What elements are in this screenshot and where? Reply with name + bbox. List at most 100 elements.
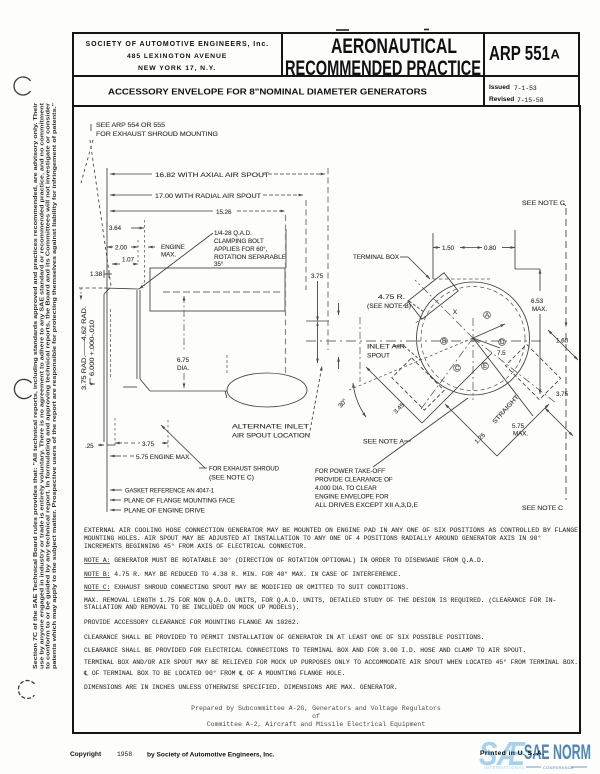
svg-text:FOR EXHAUST SHROUD: FOR EXHAUST SHROUD xyxy=(209,466,280,473)
svg-text:ENGINE ENVELOPE FOR: ENGINE ENVELOPE FOR xyxy=(315,494,389,501)
svg-text:A: A xyxy=(551,47,561,62)
svg-text:AERONAUTICAL: AERONAUTICAL xyxy=(331,34,457,58)
svg-text:℄ OF TERMINAL BOX TO BE LOCATE: ℄ OF TERMINAL BOX TO BE LOCATED 90° FROM… xyxy=(83,669,345,677)
svg-text:17.00 WITH RADIAL AIR SPOUT: 17.00 WITH RADIAL AIR SPOUT xyxy=(155,193,261,200)
svg-text:to conform to or be guided by: to conform to or be guided by any techni… xyxy=(46,102,52,669)
svg-text:Committee A-2, Aircraft and Mi: Committee A-2, Aircraft and Missile Elec… xyxy=(207,721,426,728)
svg-text:2.00: 2.00 xyxy=(115,245,128,252)
svg-text:(SEE NOTE B): (SEE NOTE B) xyxy=(367,303,411,310)
svg-text:APPLIES FOR 60°,: APPLIES FOR 60°, xyxy=(214,246,268,253)
svg-text:B: B xyxy=(442,338,446,345)
svg-text:TERMINAL BOX: TERMINAL BOX xyxy=(353,254,399,261)
svg-text:7.5: 7.5 xyxy=(497,350,506,357)
svg-text:4.75 R.: 4.75 R. xyxy=(378,294,405,301)
svg-text:0.80: 0.80 xyxy=(484,245,497,252)
svg-text:3.75: 3.75 xyxy=(311,273,324,280)
svg-text:NEW YORK 17, N.Y.: NEW YORK 17, N.Y. xyxy=(138,65,216,72)
svg-text:patents which may apply to the: patents which may apply to the subject m… xyxy=(52,103,58,669)
svg-text:CLAMPING BOLT: CLAMPING BOLT xyxy=(214,238,264,245)
svg-text:1.50: 1.50 xyxy=(442,245,455,252)
svg-text:PLANE OF ENGINE DRIVE: PLANE OF ENGINE DRIVE xyxy=(124,508,205,515)
svg-text:MAX.: MAX. xyxy=(532,306,547,313)
svg-text:16.82 WITH AXIAL AIR SPOUT: 16.82 WITH AXIAL AIR SPOUT xyxy=(155,172,269,179)
svg-text:STALLATION AND REMOVAL TO BE I: STALLATION AND REMOVAL TO BE INCLUDED ON… xyxy=(84,604,299,611)
svg-text:.25: .25 xyxy=(85,443,94,450)
svg-text:35°: 35° xyxy=(214,261,224,268)
svg-text:RECOMMENDED PRACTICE: RECOMMENDED PRACTICE xyxy=(285,56,481,80)
svg-text:EXTERNAL AIR COOLING HOSE CONN: EXTERNAL AIR COOLING HOSE CONNECTION GEN… xyxy=(84,527,578,534)
svg-text:1.60: 1.60 xyxy=(556,338,569,345)
svg-text:30°: 30° xyxy=(337,397,349,409)
svg-text:NOTE B: 4.75 R. MAY BE REDUCE: NOTE B: 4.75 R. MAY BE REDUCED TO 4.38 R… xyxy=(84,570,401,578)
svg-text:5.75: 5.75 xyxy=(512,423,525,430)
svg-text:AIR SPOUT LOCATION: AIR SPOUT LOCATION xyxy=(232,433,310,440)
svg-text:MAX. REMOVAL LENGTH 1.75 FOR N: MAX. REMOVAL LENGTH 1.75 FOR NON Q.A.D. … xyxy=(84,597,556,604)
svg-text:4.000 DIA. TO CLEAR: 4.000 DIA. TO CLEAR xyxy=(315,485,377,492)
svg-text:INLET AIR: INLET AIR xyxy=(367,344,406,351)
svg-text:15.26: 15.26 xyxy=(216,209,232,216)
svg-text:FOR EXHAUST SHROUD MOUNTING: FOR EXHAUST SHROUD MOUNTING xyxy=(96,131,218,138)
svg-text:SEE NOTE A: SEE NOTE A xyxy=(363,439,405,446)
svg-text:3.75 RAD.——4.62 RAD.: 3.75 RAD.——4.62 RAD. xyxy=(81,306,88,390)
svg-text:ALL DRIVES EXCEPT XII A,3,D,E: ALL DRIVES EXCEPT XII A,3,D,E xyxy=(315,502,418,509)
svg-text:TERMINAL BOX AND/OR AIR SPOUT: TERMINAL BOX AND/OR AIR SPOUT MAY BE REL… xyxy=(84,658,578,666)
svg-text:7-15-58: 7-15-58 xyxy=(517,97,544,104)
svg-text:CONFERENCE: CONFERENCE xyxy=(543,765,574,770)
svg-text:6.000 +.000-.010: 6.000 +.000-.010 xyxy=(89,319,96,376)
svg-text:C: C xyxy=(455,365,460,372)
svg-text:NOTE C: EXHAUST SHROUD CONNEC: NOTE C: EXHAUST SHROUD CONNECTING SPOUT … xyxy=(84,584,409,591)
svg-text:SEE ARP 554 OR 555: SEE ARP 554 OR 555 xyxy=(96,122,166,129)
svg-text:SPOUT: SPOUT xyxy=(367,353,390,360)
svg-text:by Society of Automotive Engin: by Society of Automotive Engineers, Inc. xyxy=(147,752,275,759)
svg-text:Prepared by Subcommittee A-2G,: Prepared by Subcommittee A-2G, Generator… xyxy=(191,705,441,712)
svg-text:MAX.: MAX. xyxy=(513,431,528,438)
svg-text:FOR POWER TAKE-OFF: FOR POWER TAKE-OFF xyxy=(315,468,385,475)
svg-text:DIA.: DIA. xyxy=(177,365,189,372)
svg-text:Revised: Revised xyxy=(489,96,514,103)
svg-text:MOUNTING HOLES. AIR SPOUT MAY: MOUNTING HOLES. AIR SPOUT MAY BE ADJUSTE… xyxy=(84,534,541,542)
svg-text:1958: 1958 xyxy=(117,751,132,758)
svg-text:7-1-53: 7-1-53 xyxy=(514,85,537,92)
svg-text:ENGINE: ENGINE xyxy=(161,244,185,251)
svg-text:3.64: 3.64 xyxy=(109,225,122,232)
svg-text:DIMENSIONS ARE IN INCHES UNLES: DIMENSIONS ARE IN INCHES UNLESS OTHERWIS… xyxy=(84,684,398,691)
svg-text:1/4-28 Q.A.D.: 1/4-28 Q.A.D. xyxy=(214,230,252,237)
svg-text:MAX.: MAX. xyxy=(161,252,176,259)
svg-text:1.25: 1.25 xyxy=(473,432,487,446)
svg-text:PROVIDE CLEARANCE OF: PROVIDE CLEARANCE OF xyxy=(315,477,393,484)
svg-text:INCREMENTS BEGINNING 45° FROM: INCREMENTS BEGINNING 45° FROM AXIS OF EL… xyxy=(84,542,307,550)
svg-text:Issued: Issued xyxy=(489,84,510,91)
svg-text:of: of xyxy=(312,713,320,720)
svg-text:D: D xyxy=(500,339,505,346)
svg-text:3.45: 3.45 xyxy=(392,402,406,416)
svg-text:SAE NORM: SAE NORM xyxy=(524,741,591,764)
svg-text:PLANE OF FLANGE MOUNTING FACE: PLANE OF FLANGE MOUNTING FACE xyxy=(124,498,235,505)
svg-text:GASKET REFERENCE AN 4047-1: GASKET REFERENCE AN 4047-1 xyxy=(125,488,215,495)
svg-text:E: E xyxy=(483,363,487,370)
svg-text:NOTE A: GENERATOR MUST BE ROT: NOTE A: GENERATOR MUST BE ROTATABLE 30° … xyxy=(84,556,485,564)
svg-text:ACCESSORY ENVELOPE FOR 8"NOMIN: ACCESSORY ENVELOPE FOR 8"NOMINAL DIAMETE… xyxy=(108,87,427,97)
svg-text:6.53: 6.53 xyxy=(531,298,544,305)
svg-text:Section 7C of the SAE Technica: Section 7C of the SAE Technical Board ru… xyxy=(33,102,39,669)
svg-text:SOCIETY OF AUTOMOTIVE ENGINEER: SOCIETY OF AUTOMOTIVE ENGINEERS, Inc. xyxy=(86,41,269,48)
svg-text:3.75: 3.75 xyxy=(142,441,155,448)
svg-text:(SEE NOTE C): (SEE NOTE C) xyxy=(209,475,254,482)
svg-text:X: X xyxy=(453,309,457,316)
svg-text:SÆ: SÆ xyxy=(479,735,526,772)
svg-text:CLEARANCE SHALL BE PROVIDED TO: CLEARANCE SHALL BE PROVIDED TO PERMIT IN… xyxy=(84,634,485,641)
svg-text:1.38: 1.38 xyxy=(90,271,103,278)
svg-text:A: A xyxy=(485,312,490,319)
svg-text:1.07: 1.07 xyxy=(122,257,135,264)
svg-text:SEE NOTE C: SEE NOTE C xyxy=(522,200,566,207)
svg-text:ALTERNATE INLET: ALTERNATE INLET xyxy=(232,424,309,431)
svg-text:ROTATION SEPARABLE: ROTATION SEPARABLE xyxy=(214,254,286,261)
svg-text:STRAIGHT: STRAIGHT xyxy=(491,394,520,426)
svg-text:5.75 ENGINE MAX.: 5.75 ENGINE MAX. xyxy=(136,454,191,461)
svg-text:use by anyone engaged in indus: use by anyone engaged in industry or tra… xyxy=(39,103,45,669)
svg-text:PROVIDE ACCESSORY CLEARANCE FO: PROVIDE ACCESSORY CLEARANCE FOR MOUNTING… xyxy=(84,619,299,626)
svg-text:Printed in U. S. A.: Printed in U. S. A. xyxy=(480,750,544,757)
svg-text:ARP 551: ARP 551 xyxy=(489,43,550,65)
svg-text:CLEARANCE SHALL BE PROVIDED FO: CLEARANCE SHALL BE PROVIDED FOR ELECTRIC… xyxy=(84,647,526,654)
svg-text:INTERNATIONAL: INTERNATIONAL xyxy=(484,765,525,770)
svg-text:Copyright: Copyright xyxy=(70,751,102,758)
